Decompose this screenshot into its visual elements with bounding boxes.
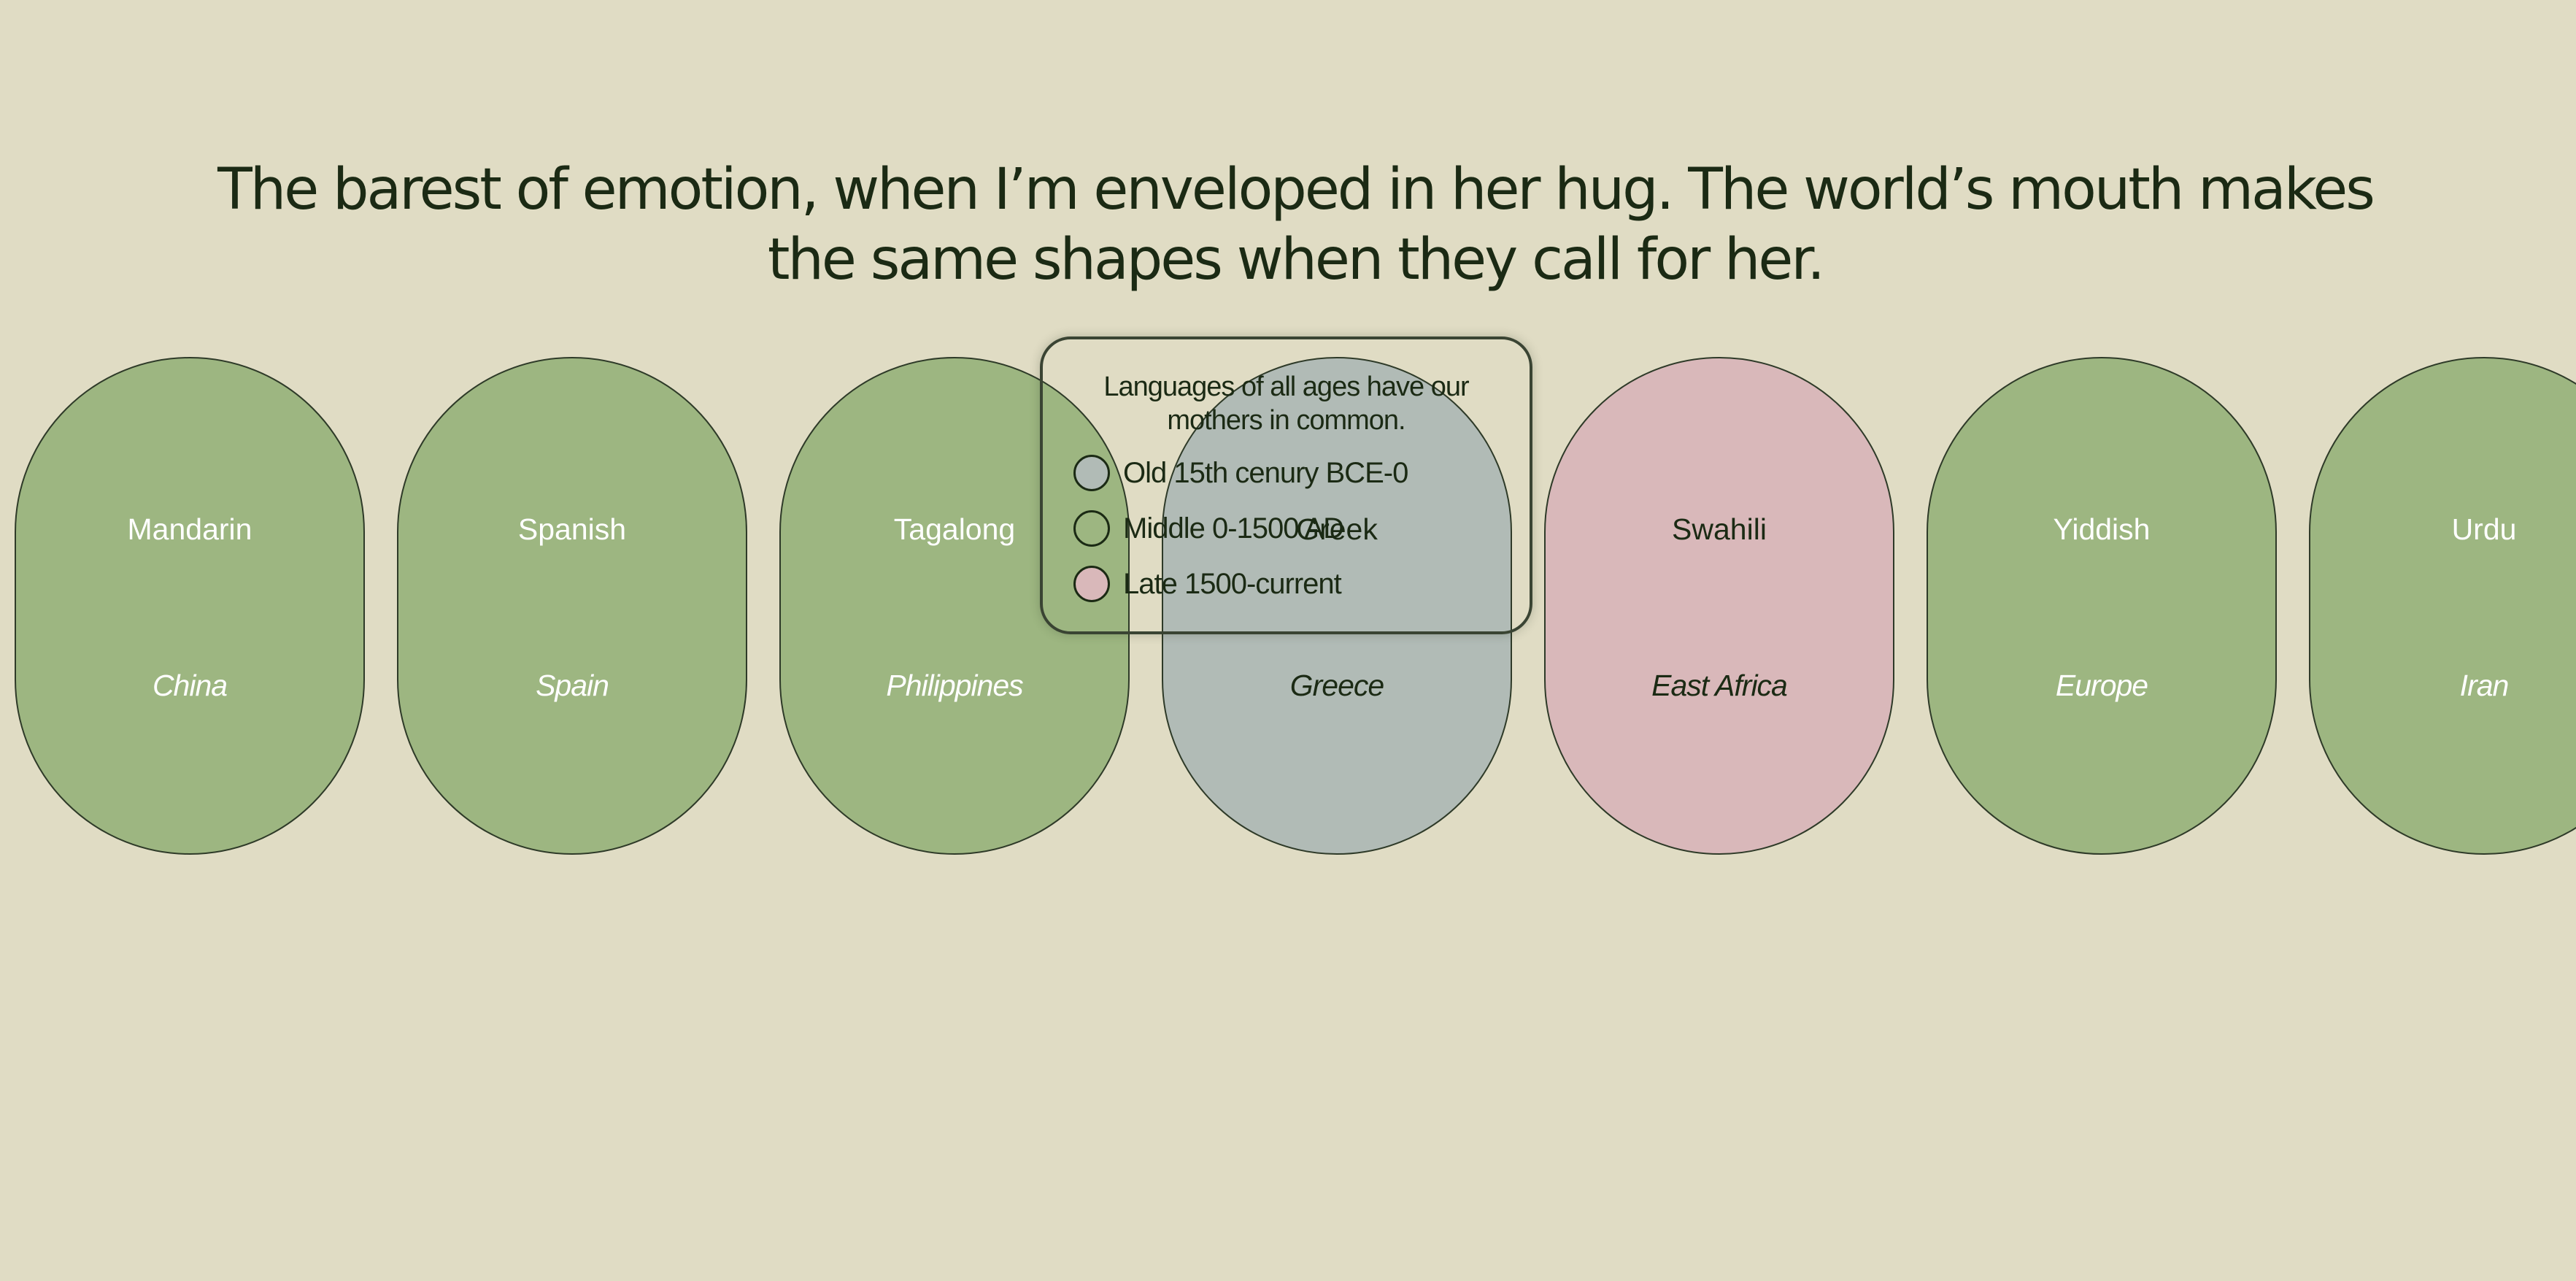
language-card-mandarin[interactable]: Mandarin China [15,357,365,855]
language-region: Spain [536,669,609,702]
legend-item-old[interactable]: Old 15th cenury BCE-0 [1073,453,1408,493]
language-card-yiddish[interactable]: Yiddish Europe [1927,357,2277,855]
language-region: China [152,669,228,702]
language-region: Greece [1289,669,1384,702]
legend-item-late[interactable]: Late 1500-current [1073,563,1342,604]
language-card-spanish[interactable]: Spanish Spain [397,357,747,855]
middle-period-swatch [1073,510,1110,547]
late-period-swatch [1073,566,1110,602]
legend-item-middle[interactable]: Middle 0-1500 AD [1073,508,1344,549]
language-name: Tagalong [893,512,1016,546]
language-card-tagalong[interactable]: Tagalong Philippines [779,357,1130,855]
language-region: Philippines [886,669,1023,702]
language-card-urdu[interactable]: Urdu Iran [2309,357,2576,855]
language-name: Yiddish [2053,512,2151,546]
period-legend: Languages of all ages have our mothers i… [1040,336,1532,634]
language-name: Urdu [2451,512,2517,546]
language-name: Mandarin [127,512,252,546]
legend-label-late: Late 1500-current [1123,568,1342,600]
legend-label-middle: Middle 0-1500 AD [1123,512,1344,545]
language-region: East Africa [1651,669,1788,702]
language-card-swahili[interactable]: Swahili East Africa [1544,357,1894,855]
headline: The barest of emotion, when I’m envelope… [217,157,2375,293]
legend-title: Languages of all ages have our mothers i… [1103,372,1469,436]
language-name: Swahili [1672,512,1767,546]
language-name: Spanish [517,512,627,546]
language-name: Greek [1296,512,1378,546]
language-region: Iran [2459,669,2510,702]
language-region: Europe [2055,669,2148,702]
legend-label-old: Old 15th cenury BCE-0 [1123,457,1408,489]
old-period-swatch [1073,455,1110,491]
